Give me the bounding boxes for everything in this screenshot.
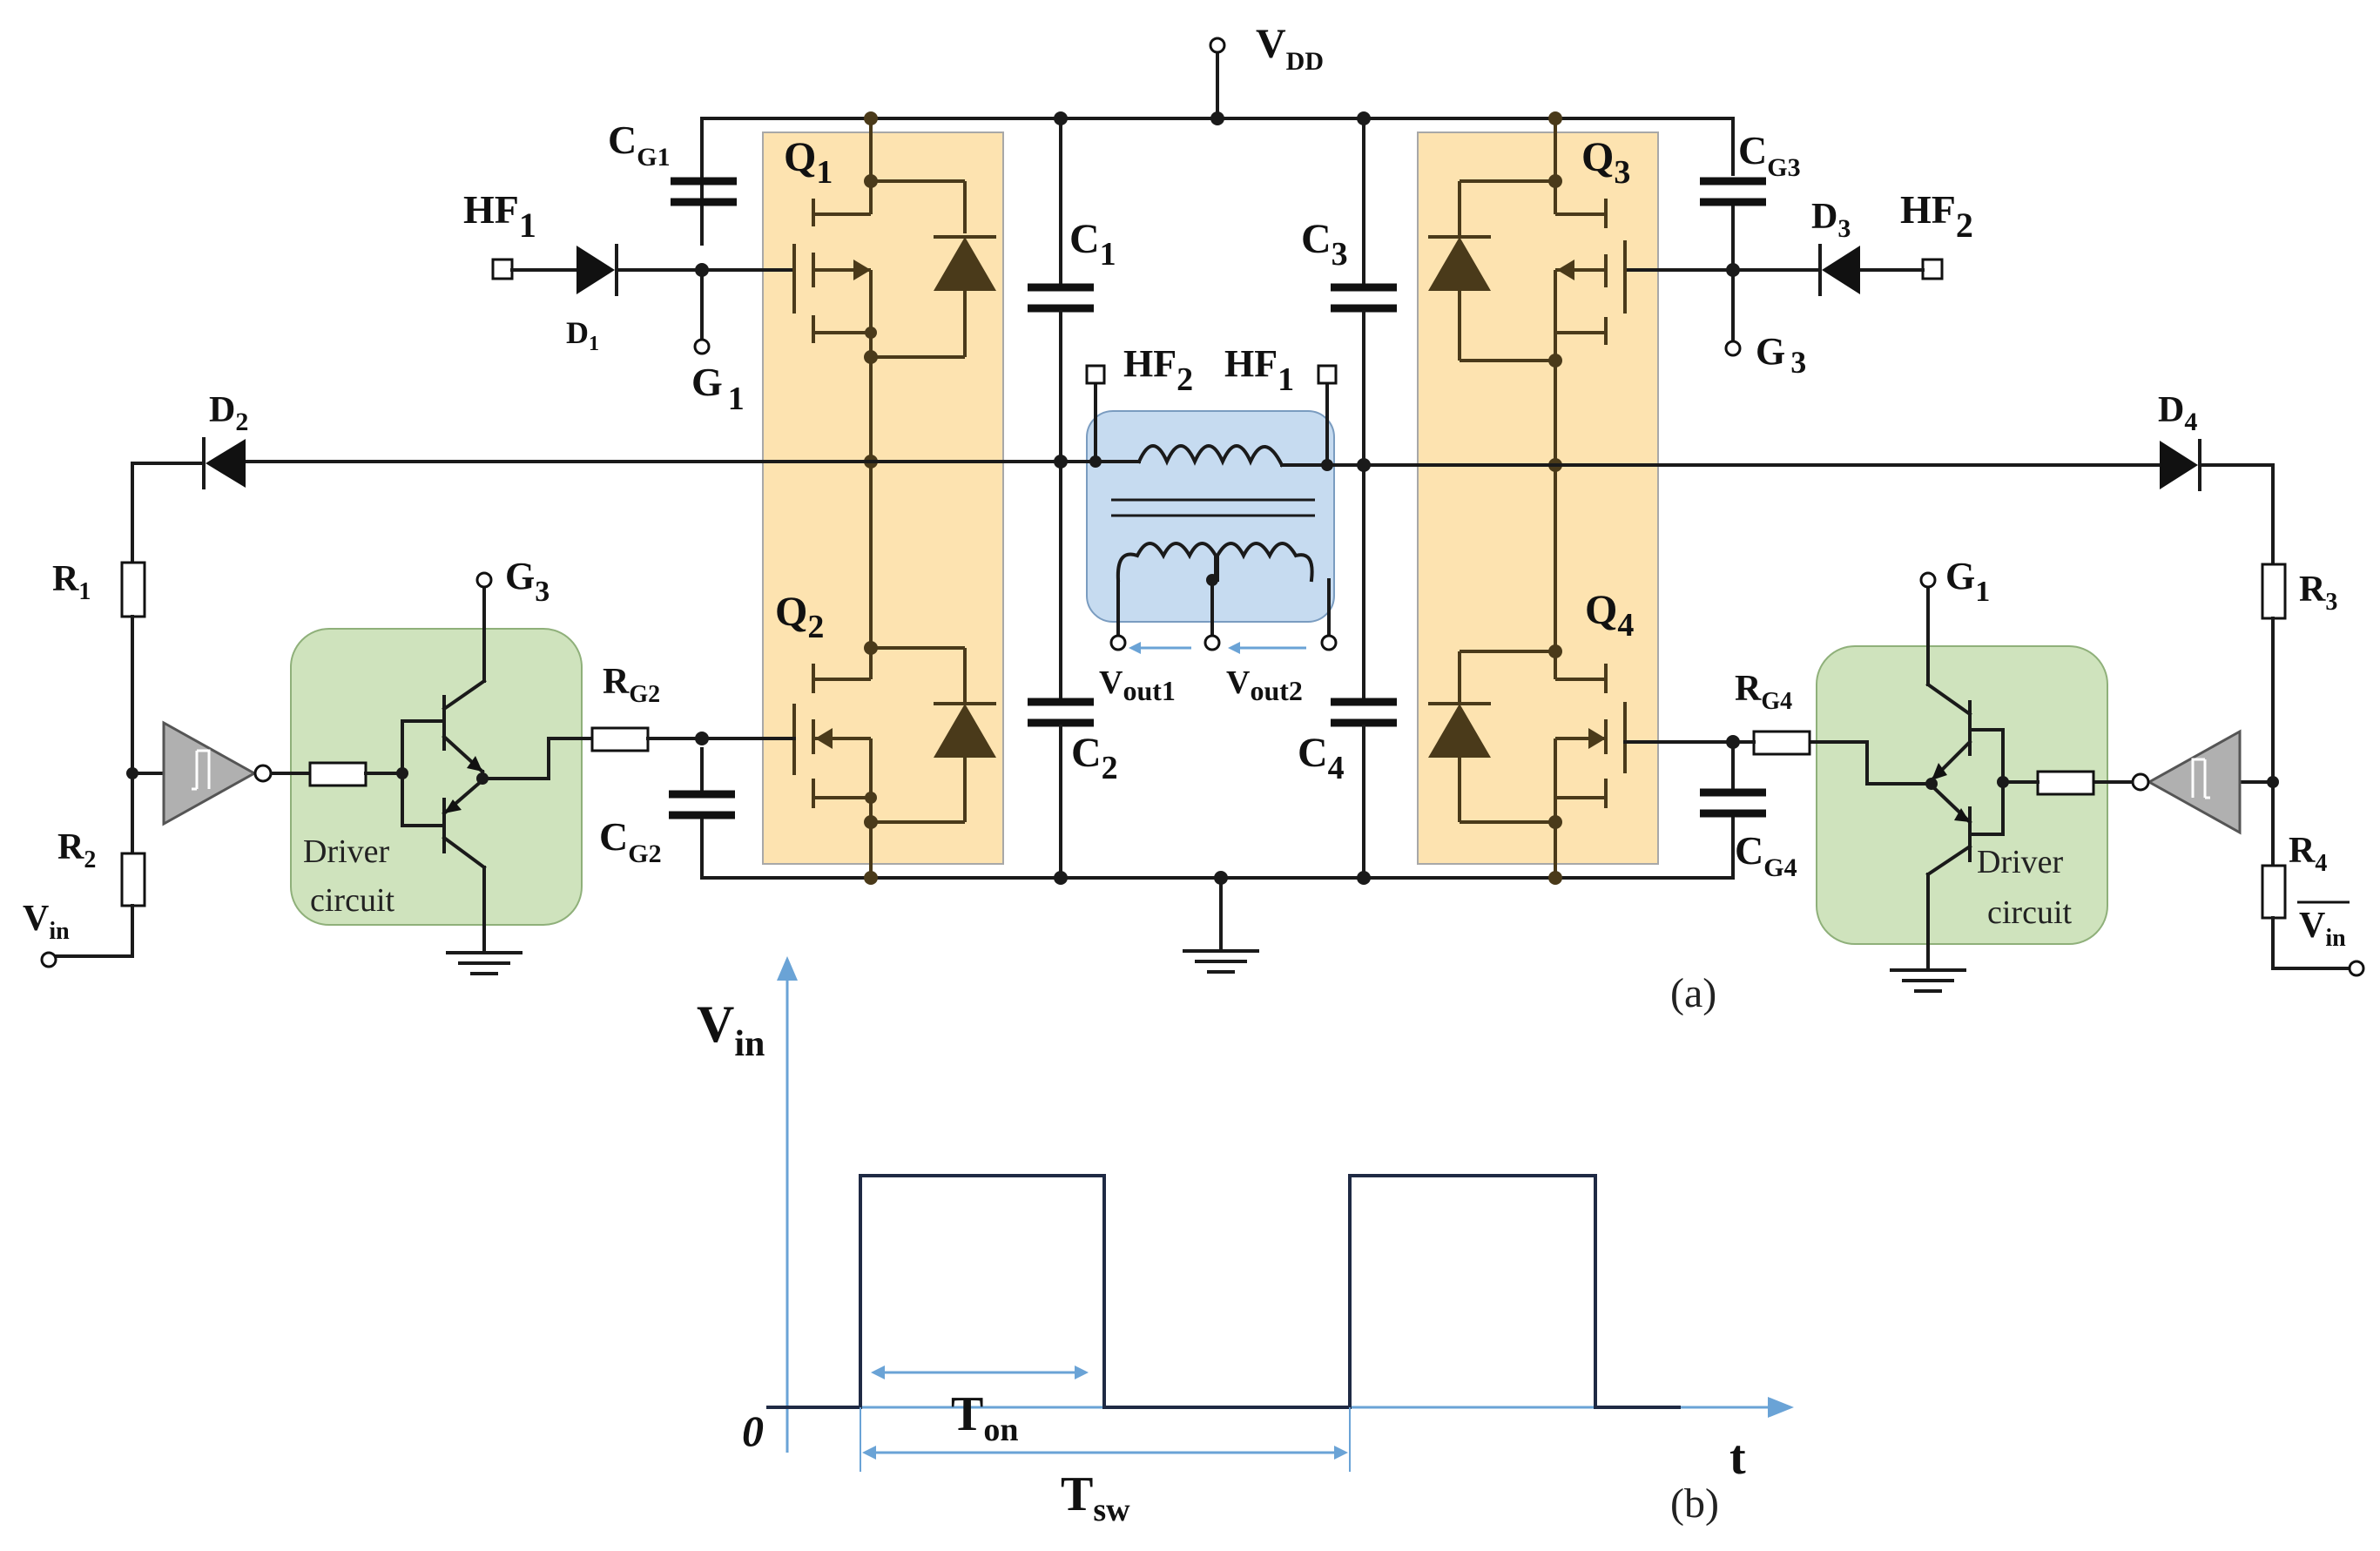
vout2-label: Vout2	[1226, 664, 1303, 706]
cg1-label: CG1	[608, 118, 671, 172]
q2-label: Q2	[775, 589, 824, 645]
hf2-right-label: HF2	[1900, 187, 1973, 245]
tsw-dimension	[860, 1407, 1351, 1472]
vout1-label: Vout1	[1099, 664, 1176, 706]
rg2-label: RG2	[603, 662, 660, 708]
tsw-label: Tsw	[1061, 1467, 1130, 1528]
vin-pulse-train	[766, 1174, 1681, 1409]
c4-label: C4	[1298, 730, 1345, 786]
waveform-origin-label: 0	[742, 1406, 764, 1455]
cg3-label: CG3	[1738, 128, 1801, 182]
d2-label: D2	[209, 390, 248, 436]
rg4-label: RG4	[1735, 669, 1792, 715]
waveform-axes	[766, 956, 1794, 1453]
driver-right-label-2: circuit	[1987, 894, 2073, 931]
q2-mosfet	[792, 641, 996, 885]
hf2-mid-label: HF2	[1123, 342, 1193, 398]
vin-right-label: Vin	[2299, 906, 2346, 952]
q1-mosfet	[792, 111, 996, 364]
c3-label: C3	[1301, 216, 1348, 273]
vdd-label: VDD	[1256, 21, 1324, 76]
cg1-capacitor	[671, 177, 737, 206]
r3-label: R3	[2299, 570, 2337, 616]
cg4-capacitor	[1700, 788, 1766, 818]
cg2-capacitor	[669, 790, 735, 819]
waveform-y-label: Vin	[697, 995, 765, 1064]
c3-c4-branch	[1331, 111, 1397, 885]
vdd-rail	[700, 37, 1735, 125]
x-axis-arrow-icon	[1768, 1397, 1794, 1418]
driver-box-right	[1816, 645, 2108, 945]
ton-dimension	[871, 1366, 1089, 1379]
driver-left-label-1: Driver	[303, 833, 390, 870]
d4-label: D4	[2158, 390, 2197, 436]
hf1-input-branch	[491, 244, 796, 355]
panel-a-label: (a)	[1670, 970, 1716, 1016]
r2-label: R2	[57, 827, 96, 873]
q4-mosfet	[1428, 644, 1627, 885]
left-feedback-path	[40, 437, 873, 968]
c2-label: C2	[1071, 730, 1118, 786]
c1-label: C1	[1069, 216, 1116, 273]
c1-c2-branch	[1028, 111, 1094, 885]
driver-box-left	[290, 628, 583, 926]
d1-label: D1	[566, 315, 599, 355]
q3-mosfet	[1428, 111, 1627, 368]
d3-label: D3	[1811, 197, 1851, 243]
g3-driver-label: G3	[505, 555, 549, 608]
y-axis-arrow-icon	[777, 956, 798, 981]
ton-label: Ton	[951, 1387, 1019, 1448]
hf2-input-branch	[1623, 244, 1944, 357]
driver-left-label-2: circuit	[310, 882, 395, 919]
left-driver-transistors	[396, 571, 796, 975]
cg3-capacitor	[1700, 177, 1766, 206]
hf1-left-label: HF1	[463, 187, 536, 245]
q1-label: Q1	[784, 134, 833, 191]
vin-left-label: Vin	[23, 899, 70, 945]
cg4-label: CG4	[1735, 828, 1797, 882]
cg2-label: CG2	[599, 814, 662, 868]
waveform-x-label: t	[1729, 1431, 1746, 1485]
g1-driver-label: G1	[1945, 555, 1990, 608]
ground-rail	[700, 871, 1735, 974]
right-driver-transistors	[1623, 571, 2009, 993]
q4-label: Q4	[1585, 587, 1634, 644]
driver-right-label-1: Driver	[1977, 844, 2064, 880]
r1-label: R1	[52, 559, 91, 605]
panel-b-label: (b)	[1670, 1480, 1719, 1527]
r4-label: R4	[2289, 831, 2327, 877]
q3-label: Q3	[1581, 134, 1630, 191]
hf1-mid-label: HF1	[1224, 342, 1294, 398]
transformer	[869, 364, 1557, 654]
